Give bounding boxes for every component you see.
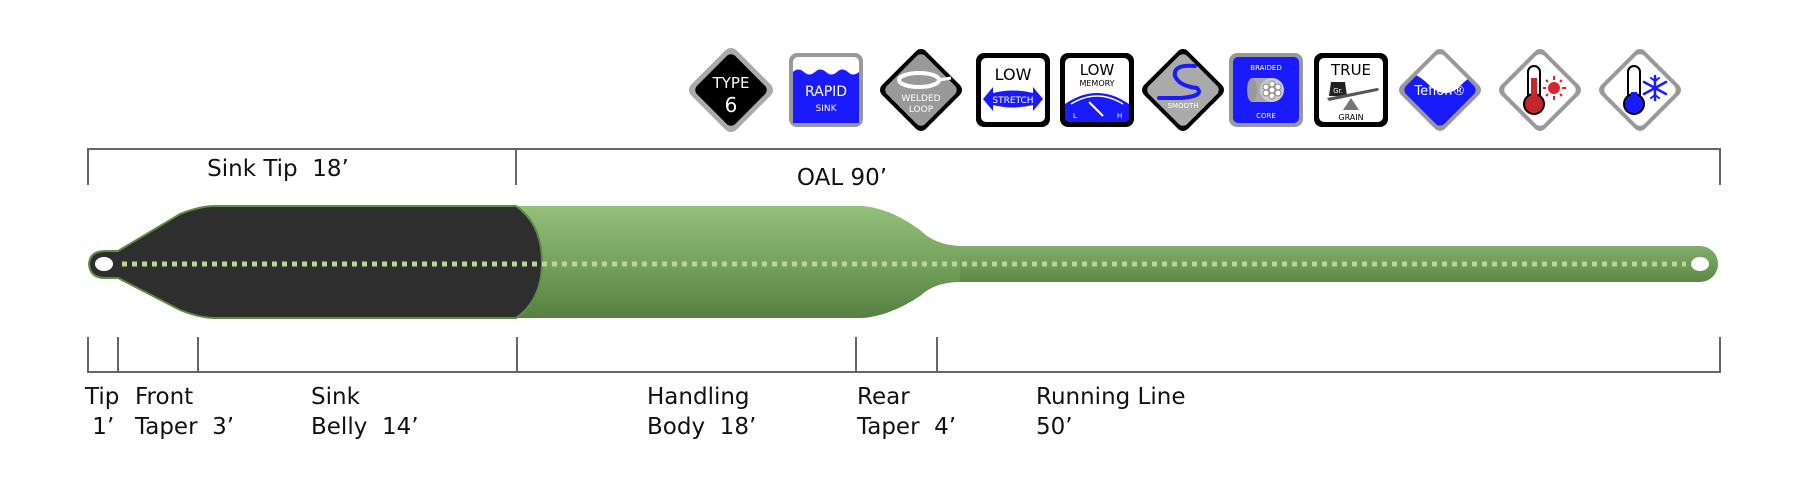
svg-text:50’: 50’	[1036, 414, 1073, 440]
section-running-line: Running Line 50’	[1036, 384, 1186, 440]
rear-loop-hole	[1691, 257, 1709, 271]
svg-text:BRAIDED: BRAIDED	[1250, 64, 1281, 72]
thermometer-cold-icon	[1623, 65, 1645, 115]
oal-label: OAL 90’	[797, 165, 887, 191]
svg-text:Handling: Handling	[647, 384, 750, 410]
fly-line	[87, 205, 1718, 319]
svg-text:Belly 14’: Belly 14’	[311, 414, 419, 440]
section-front-taper: Front Taper 3’	[134, 384, 234, 440]
section-sink-belly: Sink Belly 14’	[311, 384, 419, 440]
svg-text:1’: 1’	[85, 414, 114, 440]
sun-icon	[1543, 76, 1566, 100]
svg-text:L: L	[1073, 112, 1077, 120]
svg-text:CORE: CORE	[1256, 112, 1276, 120]
sink-tip-label: Sink Tip 18’	[207, 156, 349, 182]
section-handling-body: Handling Body 18’	[647, 384, 756, 440]
svg-text:LOOP: LOOP	[909, 105, 934, 115]
snowflake-icon	[1642, 74, 1668, 102]
svg-text:LOW: LOW	[1080, 61, 1115, 79]
handling-body-and-rear-taper	[500, 206, 960, 318]
running-line	[940, 246, 1718, 282]
svg-text:H: H	[1117, 112, 1122, 120]
bottom-section-brackets	[87, 337, 1721, 373]
svg-text:WELDED: WELDED	[901, 94, 940, 104]
type-label: TYPE	[712, 74, 750, 92]
svg-text:Teflon®: Teflon®	[1413, 84, 1465, 99]
low-memory-icon: LOW MEMORY L H	[1060, 53, 1134, 127]
svg-text:TRUE: TRUE	[1330, 61, 1371, 79]
svg-text:Sink: Sink	[311, 384, 361, 410]
top-dimension-brackets	[87, 148, 1721, 185]
svg-text:Running Line: Running Line	[1036, 384, 1186, 410]
welded-loop-icon: WELDED LOOP	[880, 49, 962, 131]
svg-text:STRETCH: STRETCH	[992, 96, 1033, 106]
warm-water-icon	[1499, 49, 1581, 131]
sink-tip-bracket	[87, 148, 1721, 185]
feature-icons: TYPE 6 RAPID SINK WELDED LOOP LOW STRETC…	[689, 48, 1681, 132]
thermometer-hot-icon	[1523, 65, 1545, 115]
svg-text:SINK: SINK	[815, 104, 837, 114]
svg-text:Tip: Tip	[84, 384, 119, 410]
front-loop-hole	[95, 257, 113, 271]
type-number: 6	[725, 93, 738, 117]
smooth-icon: SMOOTH	[1142, 49, 1224, 131]
type-6-icon: TYPE 6	[689, 48, 773, 132]
svg-text:MEMORY: MEMORY	[1079, 79, 1114, 88]
teflon-icon: Teflon®	[1399, 49, 1481, 131]
low-stretch-icon: LOW STRETCH	[976, 53, 1050, 127]
svg-text:Body 18’: Body 18’	[647, 414, 756, 440]
svg-text:Taper 4’: Taper 4’	[856, 414, 956, 440]
svg-text:Rear: Rear	[857, 384, 910, 410]
cold-water-icon	[1599, 49, 1681, 131]
section-tip: Tip 1’	[84, 384, 119, 440]
section-rear-taper: Rear Taper 4’	[856, 384, 956, 440]
svg-text:Taper 3’: Taper 3’	[134, 414, 234, 440]
svg-text:RAPID: RAPID	[805, 84, 847, 100]
svg-text:Front: Front	[135, 384, 193, 410]
svg-text:GRAIN: GRAIN	[1338, 113, 1363, 122]
braided-core-icon: BRAIDED CORE	[1229, 53, 1303, 127]
svg-text:SMOOTH: SMOOTH	[1167, 102, 1198, 110]
section-labels: Tip 1’ Front Taper 3’ Sink Belly 14’ Han…	[84, 384, 1186, 440]
true-grain-icon: TRUE Gr. GRAIN	[1314, 53, 1388, 127]
svg-text:Gr.: Gr.	[1333, 87, 1343, 95]
svg-text:LOW: LOW	[995, 65, 1032, 84]
rapid-sink-icon: RAPID SINK	[789, 53, 863, 127]
